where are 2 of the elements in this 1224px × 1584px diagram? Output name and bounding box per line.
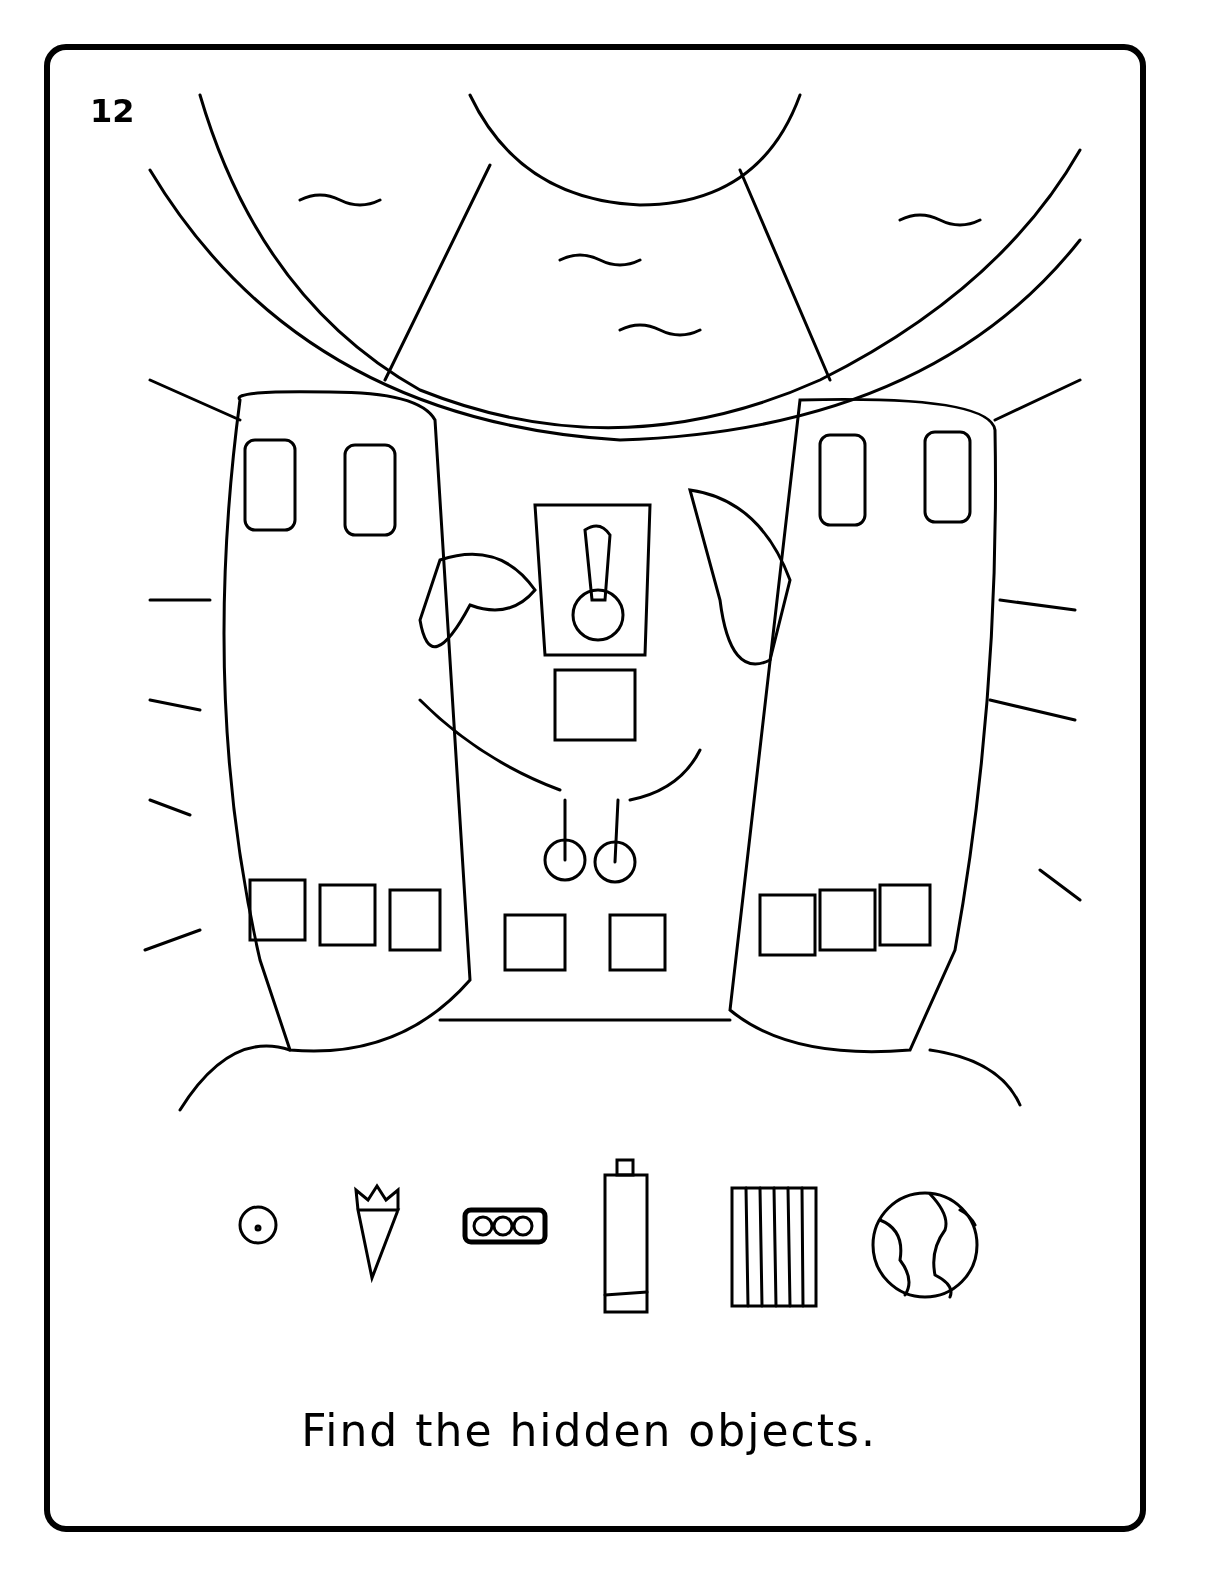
caption: Find the hidden objects. bbox=[300, 1405, 878, 1456]
page-number: 12 bbox=[90, 92, 135, 130]
